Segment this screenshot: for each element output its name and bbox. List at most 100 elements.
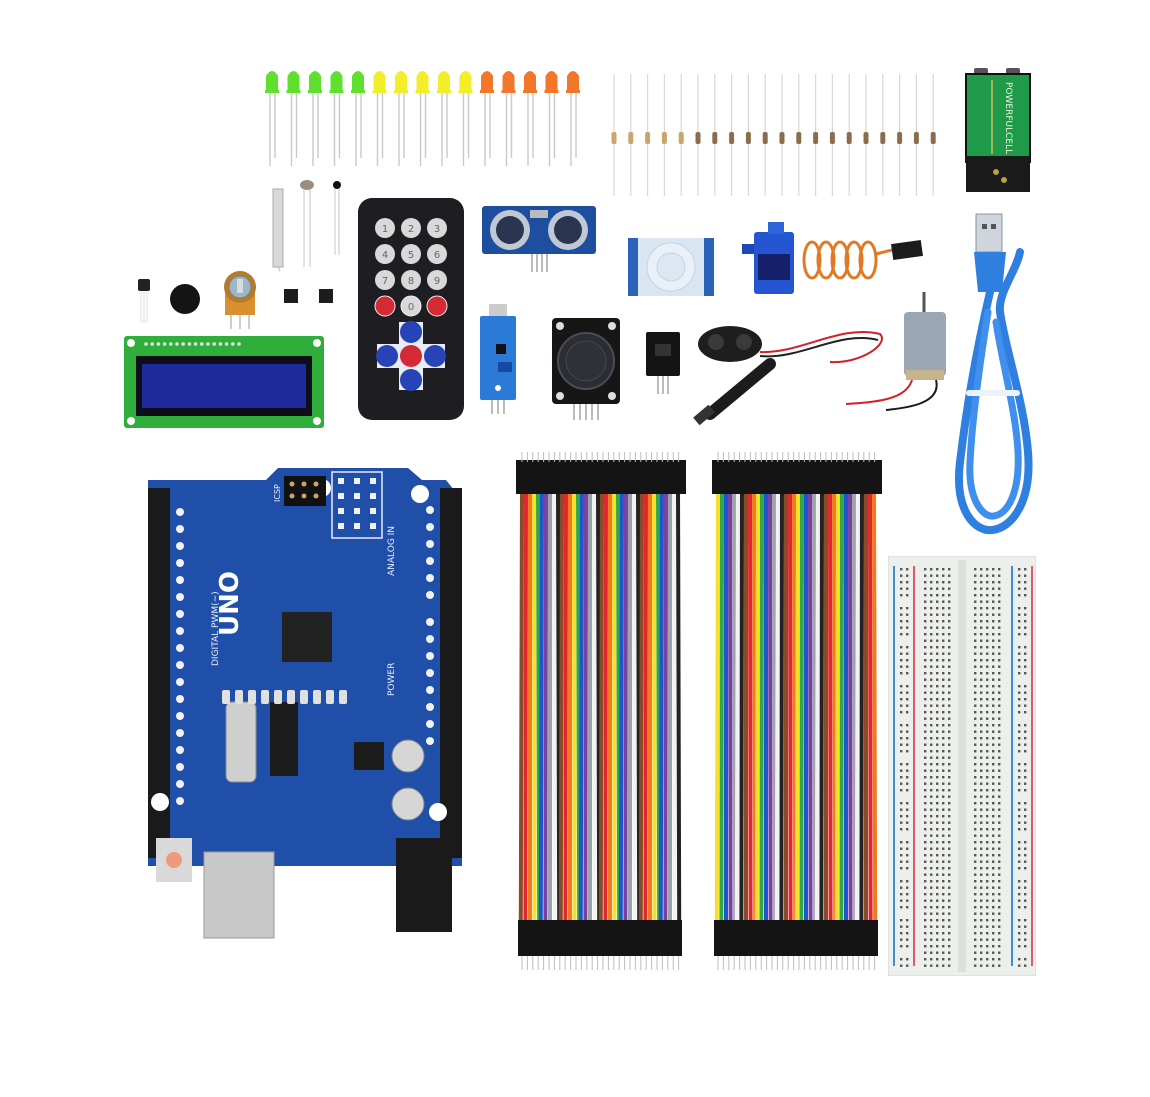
jumper-wire: [872, 485, 878, 925]
remote-key: 4: [375, 244, 395, 264]
jumper-wire: [572, 485, 577, 925]
joystick-module: [552, 318, 620, 420]
power-pin: [426, 686, 434, 694]
remote-dpad-right: [424, 345, 446, 367]
jumper-wire: [834, 485, 840, 925]
lcd-pin: [237, 342, 241, 346]
potentiometer: [224, 271, 256, 329]
resistor: [745, 74, 751, 196]
digital-pin: [176, 576, 184, 584]
svg-text:4: 4: [382, 250, 388, 261]
remote-dpad-down: [400, 369, 422, 391]
digital-label: DIGITAL PWM(~): [211, 591, 221, 666]
digital-pin: [176, 661, 184, 669]
power-pin: [426, 720, 434, 728]
resistor: [695, 74, 701, 196]
svg-text:0: 0: [408, 302, 414, 313]
led: [286, 71, 301, 166]
battery-clip: [693, 326, 883, 426]
jumper-wire: [543, 485, 548, 925]
arduino-uno-graphic: UNO DIGITAL PWM(~) ANALOG IN POWER ICSP: [148, 468, 462, 939]
jumper-wire: [814, 485, 820, 925]
digital-pin: [176, 763, 184, 771]
sensor-module: [480, 304, 516, 414]
digital-pin: [176, 678, 184, 686]
breadboard-holes: [900, 568, 1027, 967]
remote-key: [426, 295, 448, 317]
jumper-wire: [618, 485, 624, 925]
digital-pin: [176, 797, 184, 805]
resistor: [611, 74, 617, 196]
jumper-wire: [839, 485, 844, 925]
svg-text:8: 8: [408, 276, 414, 287]
wire-header-bottom: [518, 920, 682, 956]
transistor: [138, 279, 150, 323]
jumper-wire: [603, 485, 608, 925]
remote-key: 2: [401, 218, 421, 238]
lcd-pin: [231, 342, 235, 346]
uno-model-label: UNO: [215, 571, 245, 636]
jumper-wire: [819, 485, 824, 925]
power-pin: [426, 618, 434, 626]
jumper-wire: [623, 485, 628, 925]
small-components: [138, 180, 341, 329]
remote-key: [374, 295, 396, 317]
ir-receiver-module: [646, 332, 680, 394]
jumper-wire: [578, 485, 584, 925]
digital-pin: [176, 627, 184, 635]
lcd-pin: [212, 342, 216, 346]
lcd-pin: [175, 342, 179, 346]
push-button: [284, 289, 298, 303]
power-pin: [426, 703, 434, 711]
lcd-pin: [187, 342, 192, 346]
jumper-wire: [583, 485, 588, 925]
digital-pin: [176, 593, 184, 601]
analog-pin: [426, 523, 434, 531]
digital-pin: [176, 695, 184, 703]
digital-pin: [176, 610, 184, 618]
jumper-wire: [663, 485, 668, 925]
digital-pin: [176, 525, 184, 533]
lcd-pin: [150, 342, 154, 346]
jumper-wire: [774, 485, 780, 925]
resistor: [796, 74, 802, 196]
lcd-graphic: [124, 336, 324, 428]
resistor-row: [611, 74, 936, 196]
remote-key: 9: [427, 270, 447, 290]
led: [394, 71, 408, 166]
power-pin: [426, 737, 434, 745]
jumper-wire: [558, 485, 564, 925]
jumper-wire: [808, 485, 813, 925]
jumper-wire: [612, 485, 617, 925]
resistor: [779, 74, 785, 196]
wire-header-top: [516, 460, 686, 494]
jumper-wire: [759, 485, 764, 925]
ldr-sensor: [300, 180, 314, 267]
jumper-wire: [552, 485, 557, 925]
jumper-wire: [728, 485, 733, 925]
lcd-display-1602: [124, 336, 324, 428]
power-pin: [426, 669, 434, 677]
jumper-wire: [532, 485, 537, 925]
digital-pin: [176, 644, 184, 652]
resistor: [712, 74, 718, 196]
resistor: [628, 74, 634, 196]
led: [480, 71, 494, 166]
jumper-wire: [799, 485, 804, 925]
led: [415, 71, 430, 166]
remote-key: 8: [401, 270, 421, 290]
lcd-pin: [193, 342, 198, 346]
led: [308, 71, 322, 166]
wire-header-top: [712, 460, 882, 494]
jumper-wire: [538, 485, 544, 925]
icsp-label: ICSP: [273, 484, 282, 502]
lcd-pin: [181, 342, 185, 346]
temperature-sensor: [333, 181, 341, 255]
jumper-wire: [859, 485, 864, 925]
power-label: POWER: [387, 663, 397, 696]
svg-text:2: 2: [408, 224, 414, 235]
jumper-wire: [868, 485, 873, 925]
led: [437, 71, 451, 166]
lcd-pin: [144, 342, 148, 346]
